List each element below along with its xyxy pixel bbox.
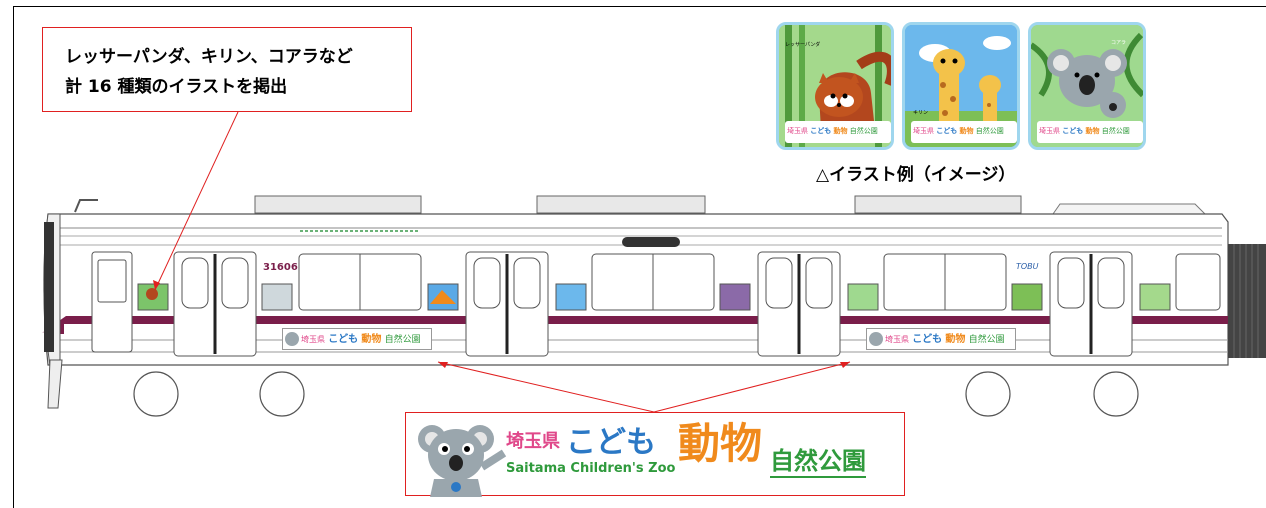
car-side-logo-prefecture: 埼玉県: [301, 335, 325, 344]
roof-unit-2: [536, 195, 706, 214]
zoo-logo-kodomo: こども: [566, 425, 656, 460]
tile-logo-dobutsu: 動物: [833, 127, 848, 135]
tile-giraffe-label: キリン: [913, 110, 929, 116]
tile-koala-label: コアラ: [1111, 40, 1127, 46]
car-side-logo-kodomo: こども: [912, 334, 943, 345]
tile-logo-kodomo: こども: [936, 127, 958, 135]
logo-arrow-right: [653, 361, 851, 413]
wheels: [133, 371, 1139, 417]
line-stripe: [42, 316, 1228, 333]
car-side-logo-1: 埼玉県 こども 動物 自然公園: [282, 328, 432, 350]
pantograph: [74, 199, 98, 213]
car-side-logo-dobutsu: 動物: [361, 334, 382, 345]
illustration-tiles: レッサーパンダ 埼玉県 こども 動物 自然公園 キリン 埼玉県 こども: [776, 22, 1146, 150]
car-body: [43, 213, 1229, 366]
tile-logo-prefecture: 埼玉県: [787, 127, 808, 135]
tile-red-panda-label: レッサーパンダ: [785, 42, 821, 48]
roof-unit-3: [854, 195, 1022, 214]
tile-logo-prefecture: 埼玉県: [1039, 127, 1060, 135]
tile-koala: コアラ 埼玉県 こども 動物 自然公園: [1028, 22, 1146, 150]
zoo-logo-english: Saitama Children's Zoo: [506, 461, 676, 476]
roof-unit-1: [254, 195, 422, 214]
car-side-logo-koala-icon: [285, 332, 299, 346]
callout-box: レッサーパンダ、キリン、コアラなど 計 16 種類のイラストを掲出: [42, 27, 412, 112]
car-side-logo-dobutsu: 動物: [945, 334, 966, 345]
tile-logo-dobutsu: 動物: [1085, 127, 1100, 135]
tile-logo-kodomo: こども: [1062, 127, 1084, 135]
koala-mascot-icon: [418, 425, 507, 497]
roof-unit-4: [1052, 203, 1206, 215]
tile-logo: 埼玉県 こども 動物 自然公園: [913, 126, 1004, 136]
frame-left-line: [13, 6, 14, 508]
tile-red-panda: レッサーパンダ 埼玉県 こども 動物 自然公園: [776, 22, 894, 150]
brand-mark: TOBU: [1016, 262, 1039, 271]
illustration-stickers: [137, 283, 1171, 311]
zoo-logo-box: 埼玉県 こども Saitama Children's Zoo 動物 自然公園: [405, 412, 905, 497]
destination-indicator: [622, 237, 680, 247]
tile-logo-park: 自然公園: [1101, 127, 1130, 135]
tile-logo-park: 自然公園: [849, 127, 878, 135]
tile-logo-kodomo: こども: [810, 127, 832, 135]
callout-line-1: レッサーパンダ、キリン、コアラなど: [65, 47, 353, 67]
tile-logo: 埼玉県 こども 動物 自然公園: [787, 126, 878, 136]
tile-logo-prefecture: 埼玉県: [913, 127, 934, 135]
frame-top-line: [13, 6, 1266, 7]
logo-arrow-left: [437, 361, 655, 413]
car-side-logo-koala-icon: [869, 332, 883, 346]
callout-leader-line: [154, 111, 239, 291]
zoo-logo-prefecture: 埼玉県: [506, 431, 560, 452]
koala-icon: [1031, 25, 1143, 147]
callout-line-2: 計 16 種類のイラストを掲出: [65, 77, 288, 97]
red-panda-icon: [779, 25, 891, 147]
car-side-logo-prefecture: 埼玉県: [885, 335, 909, 344]
giraffe-icon: [905, 25, 1017, 147]
tile-logo: 埼玉県 こども 動物 自然公園: [1039, 126, 1130, 136]
zoo-logo-dobutsu: 動物: [678, 419, 763, 468]
illustration-caption: △イラスト例（イメージ）: [816, 165, 1016, 185]
car-side-logo-kodomo: こども: [328, 334, 359, 345]
cab-door: [91, 251, 133, 353]
car-side-logo-park: 自然公園: [968, 335, 1005, 345]
tile-logo-park: 自然公園: [975, 127, 1004, 135]
gangway: [1228, 244, 1266, 358]
car-side-logo-2: 埼玉県 こども 動物 自然公園: [866, 328, 1016, 350]
tile-logo-dobutsu: 動物: [959, 127, 974, 135]
zoo-logo-park: 自然公園: [770, 441, 866, 478]
tile-giraffe: キリン 埼玉県 こども 動物 自然公園: [902, 22, 1020, 150]
car-number: 31606: [263, 262, 298, 273]
windows: [298, 253, 1221, 311]
car-side-logo-park: 自然公園: [384, 335, 421, 345]
